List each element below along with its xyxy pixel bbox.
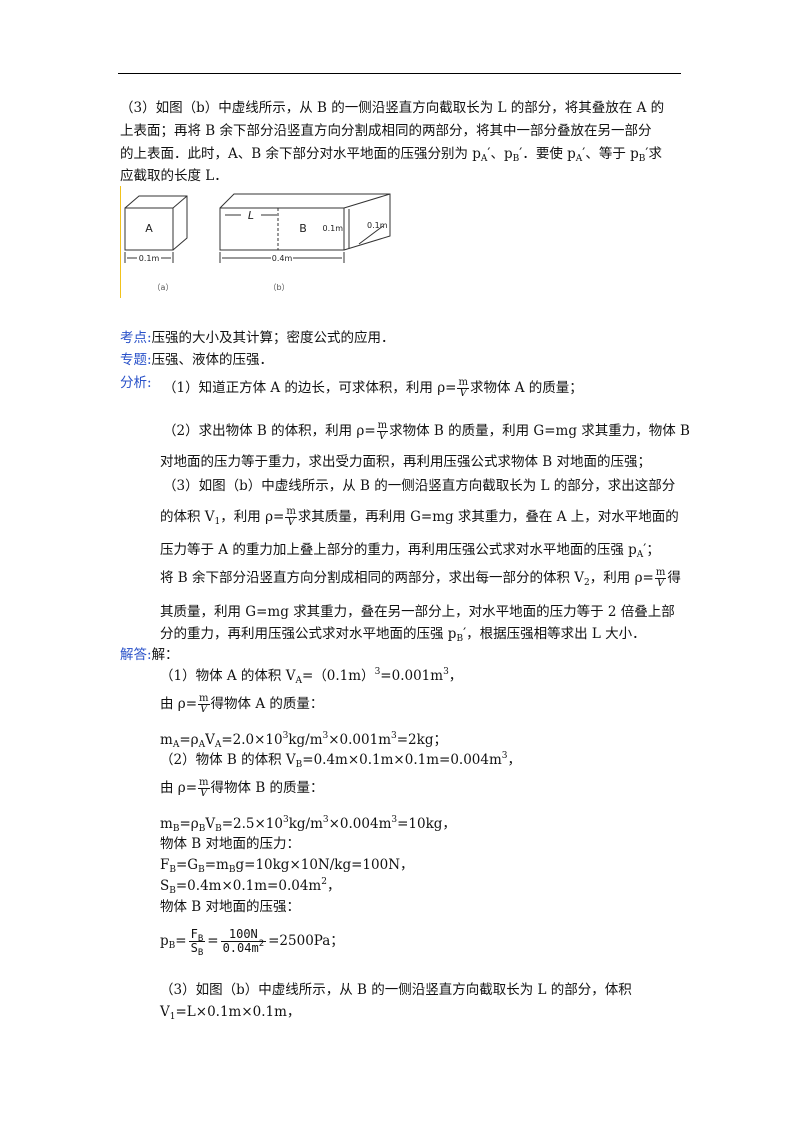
analysis-3e: 其质量，利用 G=mg 求其重力，叠在另一部分上，对水平地面的压力等于 2 倍叠… bbox=[160, 604, 675, 620]
problem-line-1: （3）如图（b）中虚线所示，从 B 的一侧沿竖直方向截取长为 L 的部分，将其叠… bbox=[120, 100, 665, 116]
analysis-3c: 压力等于 A 的重力加上叠上部分的重力，再利用压强公式求对水平地面的压强 pA′… bbox=[160, 542, 660, 560]
solution-7: 物体 B 对地面的压力： bbox=[160, 836, 301, 852]
solution-6: mB=ρBVB=2.5×103kg/m3×0.004m3=10kg， bbox=[160, 815, 456, 834]
solution-8: FB=GB=mBg=10kg×10N/kg=100N， bbox=[160, 857, 414, 875]
solution-1: （1）物体 A 的体积 VA=（0.1m）3=0.001m3， bbox=[160, 667, 463, 686]
height-label: 0.1m bbox=[322, 224, 343, 233]
l-label: L bbox=[248, 209, 254, 222]
zhuanti-row: 专题:压强、液体的压强． bbox=[120, 352, 274, 368]
box-b-front bbox=[219, 207, 345, 251]
dim-b-length-label: 0.4m bbox=[272, 254, 293, 263]
problem-line-2: 上表面；再将 B 余下部分沿竖直方向分割成相同的两部分，将其中一部分叠放在另一部… bbox=[120, 123, 652, 139]
analysis-2b: 对地面的压力等于重力，求出受力面积，再利用压强公式求物体 B 对地面的压强； bbox=[160, 454, 652, 470]
problem-line-4: 应截取的长度 L． bbox=[120, 168, 228, 184]
solution-9: SB=0.4m×0.1m=0.04m2， bbox=[160, 877, 341, 896]
box-b-top-side bbox=[219, 193, 391, 251]
fenxi-label: 分析: bbox=[120, 375, 152, 391]
caption-b: （b） bbox=[268, 283, 289, 292]
solution-3: mA=ρAVA=2.0×103kg/m3×0.001m3=2kg； bbox=[160, 731, 447, 750]
solution-10: 物体 B 对地面的压强： bbox=[160, 899, 301, 915]
header-rule bbox=[118, 73, 681, 74]
figure-diagram: A B L 0.1m 0.1m 0.1m 0.4m （a） （b） bbox=[124, 193, 391, 292]
solution-12: （3）如图（b）中虚线所示，从 B 的一侧沿竖直方向截取长为 L 的部分，体积 bbox=[160, 982, 632, 998]
caption-a: （a） bbox=[153, 283, 174, 292]
cube-a-front bbox=[124, 207, 174, 251]
problem-line-3: 的上表面．此时，A、B 余下部分对水平地面的压强分别为 pA′、pB′．要使 p… bbox=[120, 146, 662, 164]
solution-4: （2）物体 B 的体积 VB=0.4m×0.1m×0.1m=0.004m3， bbox=[160, 751, 522, 770]
fenxi-label-row: 分析: bbox=[120, 373, 152, 393]
box-b-label: B bbox=[299, 222, 307, 235]
zhuanti-label: 专题: bbox=[120, 352, 152, 368]
jieda-label: 解答: bbox=[120, 647, 152, 663]
analysis-3a: （3）如图（b）中虚线所示，从 B 的一侧沿竖直方向截取长为 L 的部分，求出这… bbox=[163, 478, 676, 494]
jieda-row: 解答:解： bbox=[120, 647, 179, 663]
analysis-3f: 分的重力，再利用压强公式求对水平地面的压强 pB′，根据压强相等求出 L 大小． bbox=[160, 626, 646, 644]
box-a-label: A bbox=[145, 222, 153, 235]
figure: A B L 0.1m 0.1m 0.1m 0.4m （a） （b） bbox=[120, 186, 399, 298]
depth-label: 0.1m bbox=[367, 221, 388, 230]
kaodian-row: 考点:压强的大小及其计算；密度公式的应用． bbox=[120, 330, 395, 346]
dim-a-label: 0.1m bbox=[139, 254, 160, 263]
solution-13: V1=L×0.1m×0.1m， bbox=[160, 1004, 301, 1022]
kaodian-label: 考点: bbox=[120, 330, 152, 346]
analysis-3d: 将 B 余下部分沿竖直方向分割成相同的两部分，求出每一部分的体积 V2，利用 ρ… bbox=[160, 567, 681, 589]
